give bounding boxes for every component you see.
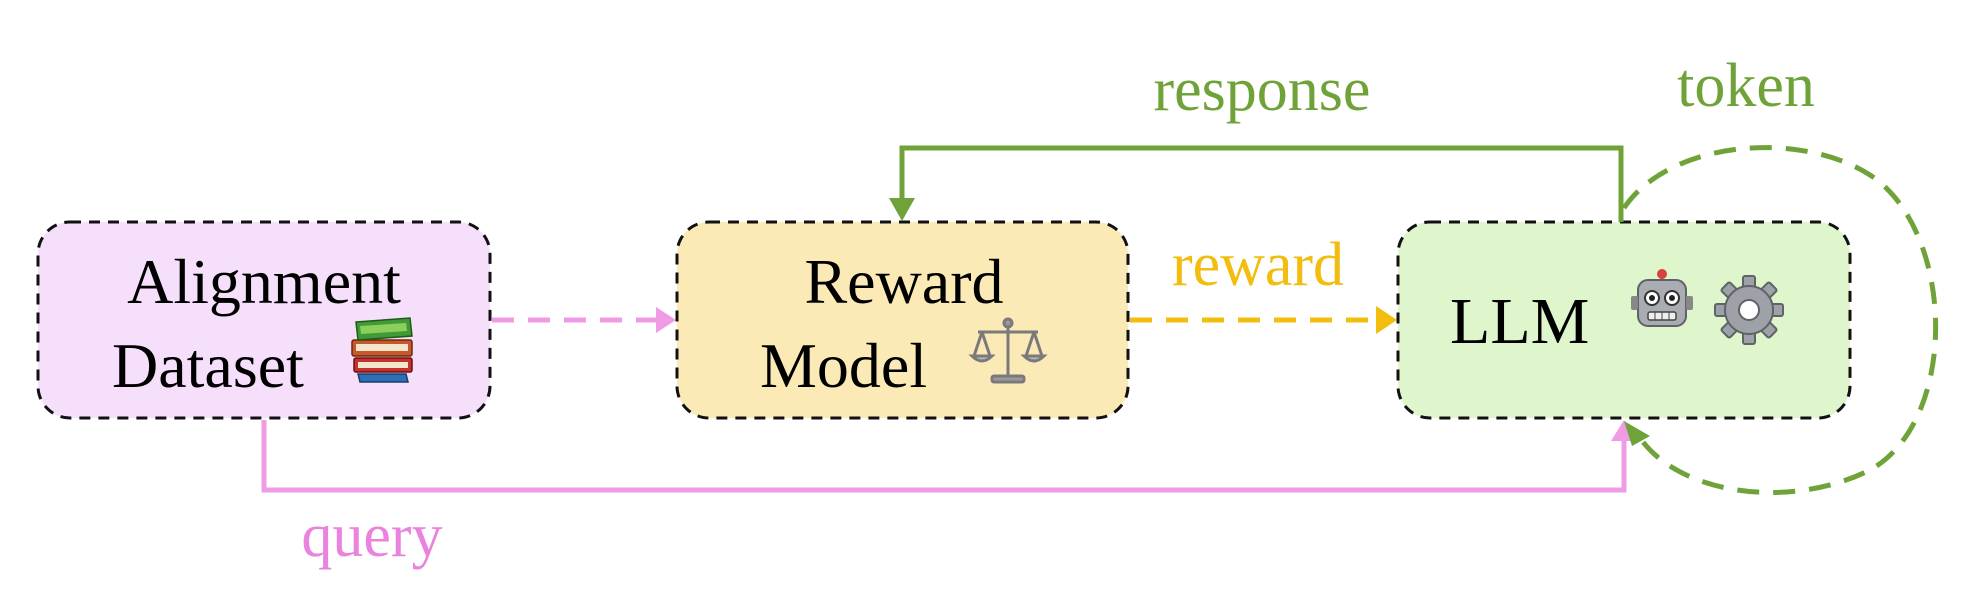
- dataset-to-reward-edge: [492, 307, 676, 333]
- token-loop-edge: token: [1621, 52, 1939, 495]
- query-edge: query: [261, 420, 1637, 570]
- query-edge-label: query: [301, 502, 442, 570]
- token-edge-label: token: [1677, 52, 1815, 120]
- reward-model-node: Reward Model: [675, 220, 1130, 420]
- balance-scale-icon: [968, 317, 1048, 384]
- llm-node: LLM: [1396, 220, 1852, 420]
- response-edge: response: [889, 56, 1624, 222]
- reward-edge-label: reward: [1172, 231, 1344, 299]
- reward-edge: reward: [1130, 231, 1397, 334]
- alignment-dataset-node: Alignment Dataset: [36, 220, 492, 420]
- reward-model-label-line2: Model: [760, 330, 927, 401]
- gear-icon: [1714, 275, 1784, 345]
- dataset-label-line2: Dataset: [112, 330, 304, 401]
- reward-model-label-line1: Reward: [804, 246, 1003, 317]
- response-edge-label: response: [1154, 56, 1371, 124]
- robot-icon: [1631, 269, 1693, 327]
- dataset-label-line1: Alignment: [127, 246, 401, 317]
- books-icon: [351, 317, 413, 383]
- llm-label: LLM: [1450, 285, 1589, 358]
